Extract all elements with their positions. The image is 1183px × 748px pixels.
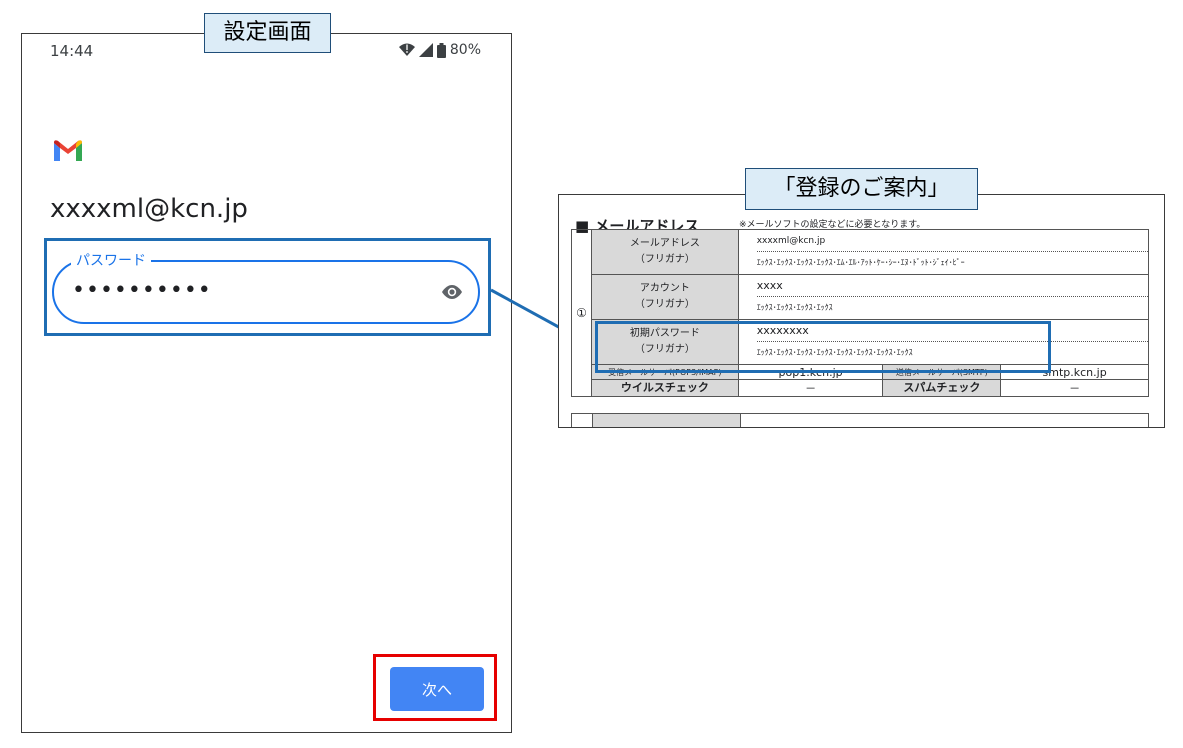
table-row: ① メールアドレス （フリガナ） xxxxml@kcn.jp ｴｯｸｽ･ｴｯｸｽ… (571, 229, 1150, 397)
initial-password-kana: ｴｯｸｽ･ｴｯｸｽ･ｴｯｸｽ･ｴｯｸｽ･ｴｯｸｽ･ｴｯｸｽ･ｴｯｸｽ･ｴｯｸｽ (756, 348, 913, 357)
table-row: ウイルスチェック － スパムチェック － (572, 379, 1149, 397)
account-email: xxxxml@kcn.jp (50, 194, 248, 224)
account-value: xxxx (756, 276, 1148, 297)
phone-screen: 14:44 80% xxxxml@kcn.jp パスワード •••••••••• (21, 33, 512, 733)
virus-value: － (737, 379, 884, 397)
gmail-logo-icon (54, 140, 82, 161)
status-icons: 80% (398, 42, 481, 58)
battery-icon (436, 42, 446, 58)
circled-one: ① (571, 229, 592, 397)
doc-note: ※メールソフトの設定などに必要となります。 (739, 220, 926, 230)
smtp-value: smtp.kcn.jp (1000, 364, 1149, 380)
password-field-label: パスワード (71, 250, 151, 270)
row-value-cell: xxxx ｴｯｸｽ･ｴｯｸｽ･ｴｯｸｽ･ｴｯｸｽ (737, 274, 1150, 320)
wifi-icon (398, 43, 415, 56)
email-value: xxxxml@kcn.jp (756, 231, 1148, 252)
spam-label: スパムチェック (882, 379, 1002, 397)
password-value[interactable]: •••••••••• (72, 278, 212, 303)
spam-value: － (1000, 379, 1149, 397)
status-time: 14:44 (50, 42, 94, 60)
row-label: 初期パスワード （フリガナ） (590, 319, 739, 365)
row-value-cell: xxxxml@kcn.jp ｴｯｸｽ･ｴｯｸｽ･ｴｯｸｽ･ｴｯｸｽ･ｴﾑ･ｴﾙ･… (737, 229, 1150, 275)
registration-guide-label: 「登録のご案内」 (745, 168, 978, 210)
battery-percent: 80% (449, 42, 481, 58)
next-button[interactable]: 次へ (390, 667, 484, 711)
row-label: アカウント （フリガナ） (590, 274, 739, 320)
show-password-eye-icon[interactable] (440, 280, 464, 304)
registration-guide-document: ■ メールアドレス ※メールソフトの設定などに必要となります。 ① メールアドレ… (558, 194, 1165, 428)
password-input[interactable]: パスワード •••••••••• (52, 250, 480, 324)
signal-icon (418, 43, 433, 57)
virus-label: ウイルスチェック (590, 379, 739, 397)
password-highlight-frame (44, 238, 491, 336)
mail-info-table: ① メールアドレス （フリガナ） xxxxml@kcn.jp ｴｯｸｽ･ｴｯｸｽ… (571, 229, 1150, 397)
account-kana: ｴｯｸｽ･ｴｯｸｽ･ｴｯｸｽ･ｴｯｸｽ (756, 303, 833, 312)
settings-screen-label: 設定画面 (204, 13, 331, 53)
table-row: アカウント （フリガナ） xxxx ｴｯｸｽ･ｴｯｸｽ･ｴｯｸｽ･ｴｯｸｽ (572, 274, 1150, 320)
initial-password-highlight-frame (595, 321, 1051, 373)
row-label: メールアドレス （フリガナ） (590, 229, 739, 275)
next-button-highlight-frame (373, 654, 497, 721)
next-table-fragment (571, 413, 1149, 427)
initial-password-value: xxxxxxxx (756, 321, 1148, 342)
email-kana: ｴｯｸｽ･ｴｯｸｽ･ｴｯｸｽ･ｴｯｸｽ･ｴﾑ･ｴﾙ･ｱｯﾄ･ｹｰ･ｼｰ･ｴﾇ･ﾄ… (756, 258, 965, 267)
